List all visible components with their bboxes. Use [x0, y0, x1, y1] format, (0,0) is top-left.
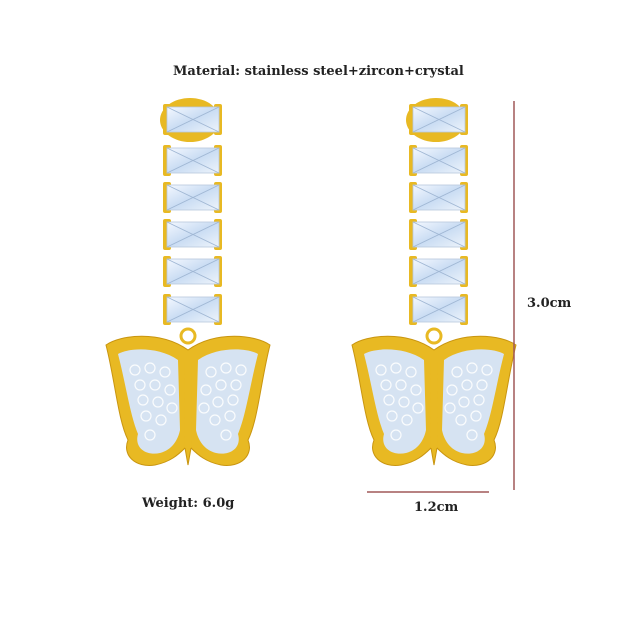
width-label: 1.2cm — [414, 500, 459, 515]
material-label: Material: stainless steel+zircon+crystal — [173, 64, 464, 79]
height-label: 3.0cm — [527, 296, 572, 311]
earring-right — [352, 98, 516, 465]
weight-label: Weight: 6.0g — [142, 496, 235, 511]
earring-left — [106, 98, 270, 465]
